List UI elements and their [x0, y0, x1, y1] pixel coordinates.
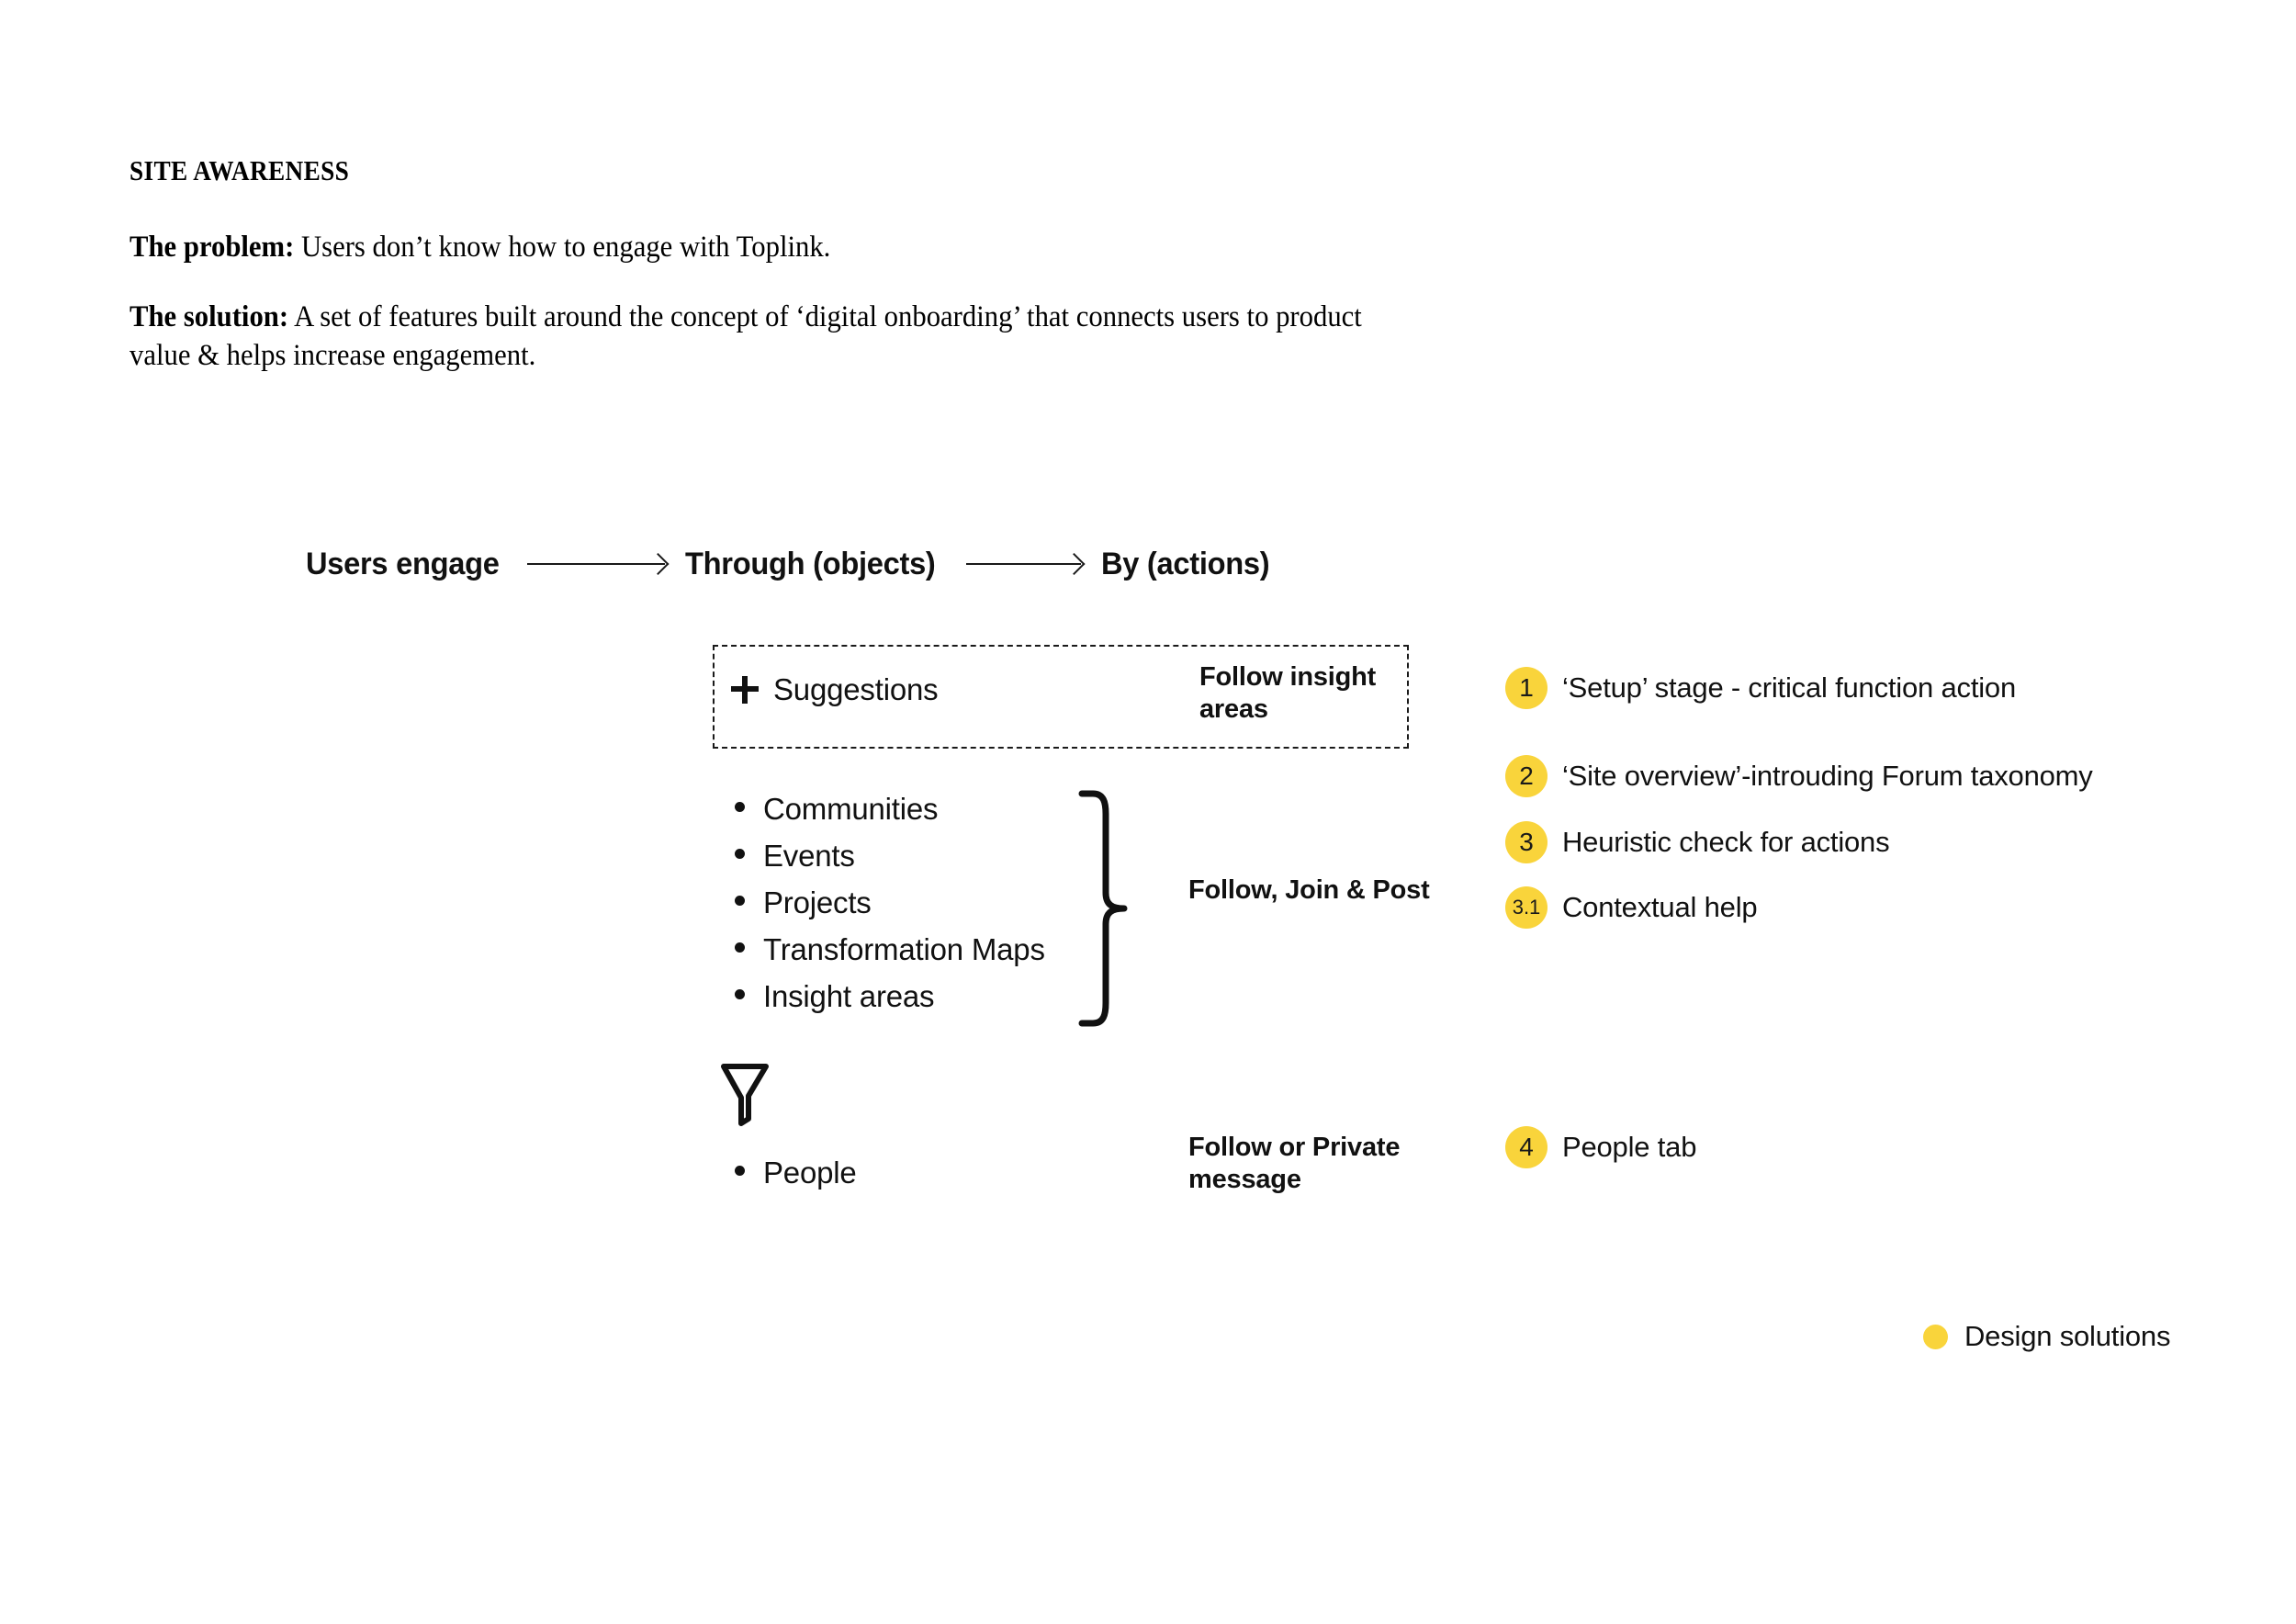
- status-badge: 1: [1505, 667, 1548, 709]
- flow-arrow-icon: [966, 563, 1082, 565]
- solution-label: ‘Setup’ stage - critical function action: [1562, 671, 2016, 704]
- legend-dot-icon: [1923, 1324, 1948, 1349]
- bullet-dot-icon: [735, 989, 745, 999]
- solution-label: Heuristic check for actions: [1562, 826, 1890, 858]
- legend-label: Design solutions: [1964, 1320, 2171, 1352]
- status-badge: 3.1: [1505, 886, 1548, 929]
- people-action-label: Follow or Private message: [1188, 1133, 1401, 1195]
- bullet-dot-icon: [735, 849, 745, 859]
- intro-text-block: SITE AWARENESS The problem: Users don’t …: [129, 154, 1599, 376]
- flow-column-header-objects: Through (objects): [685, 546, 936, 581]
- flow-header-row: Users engage Through (objects) By (actio…: [306, 544, 1277, 584]
- suggestions-row: Suggestions: [731, 672, 939, 707]
- bullet-dot-icon: [735, 942, 745, 953]
- solution-label: The solution:: [129, 300, 289, 334]
- status-badge: 4: [1505, 1126, 1548, 1168]
- solution-text: A set of features built around the conce…: [129, 300, 1362, 373]
- suggestions-label: Suggestions: [773, 672, 939, 706]
- solution-item-4: 4 People tab: [1505, 1126, 1696, 1168]
- solution-item-3: 3 Heuristic check for actions: [1505, 821, 1890, 863]
- objects-action-label: Follow, Join & Post: [1188, 875, 1430, 905]
- bullet-dot-icon: [735, 1166, 745, 1176]
- suggestions-action-label: Follow insight areas: [1199, 662, 1377, 725]
- list-item: Projects: [735, 885, 1130, 932]
- funnel-icon: [719, 1061, 771, 1127]
- list-item-label: Projects: [763, 885, 872, 919]
- solution-item-3-1: 3.1 Contextual help: [1505, 886, 1758, 929]
- list-item-label: Transformation Maps: [763, 932, 1045, 966]
- solution-label: People tab: [1562, 1131, 1697, 1163]
- problem-text: Users don’t know how to engage with Topl…: [294, 231, 831, 264]
- flow-arrow-icon: [527, 563, 666, 565]
- curly-brace-icon: [1078, 790, 1133, 1027]
- list-item: Communities: [735, 792, 1130, 839]
- flow-column-header-users: Users engage: [306, 546, 500, 581]
- page-title: SITE AWARENESS: [129, 154, 350, 186]
- solution-statement: The solution: A set of features built ar…: [129, 298, 1368, 375]
- list-item: Insight areas: [735, 979, 1130, 1026]
- list-item: Transformation Maps: [735, 932, 1130, 979]
- people-bullet-list: People: [735, 1156, 1120, 1202]
- status-badge: 3: [1505, 821, 1548, 863]
- plus-icon: [731, 676, 759, 704]
- solution-label: ‘Site overview’-introuding Forum taxonom…: [1562, 760, 2093, 792]
- list-item-label: Communities: [763, 792, 939, 826]
- bullet-dot-icon: [735, 896, 745, 906]
- list-item-label: Insight areas: [763, 979, 935, 1013]
- solution-item-2: 2 ‘Site overview’-introuding Forum taxon…: [1505, 755, 2093, 797]
- list-item-label: People: [763, 1156, 857, 1190]
- list-item-label: Events: [763, 839, 855, 873]
- list-item: People: [735, 1156, 1120, 1202]
- legend: Design solutions: [1923, 1320, 2170, 1353]
- problem-statement: The problem: Users don’t know how to eng…: [129, 228, 1496, 266]
- list-item: Events: [735, 839, 1130, 885]
- bullet-dot-icon: [735, 802, 745, 812]
- suggestions-dashed-box: Suggestions Follow insight areas: [713, 645, 1409, 749]
- solution-label: Contextual help: [1562, 891, 1758, 923]
- status-badge: 2: [1505, 755, 1548, 797]
- flow-column-header-actions: By (actions): [1101, 546, 1270, 581]
- solution-item-1: 1 ‘Setup’ stage - critical function acti…: [1505, 667, 2016, 709]
- problem-label: The problem:: [129, 231, 295, 264]
- objects-bullet-list: Communities Events Projects Transformati…: [735, 792, 1130, 1026]
